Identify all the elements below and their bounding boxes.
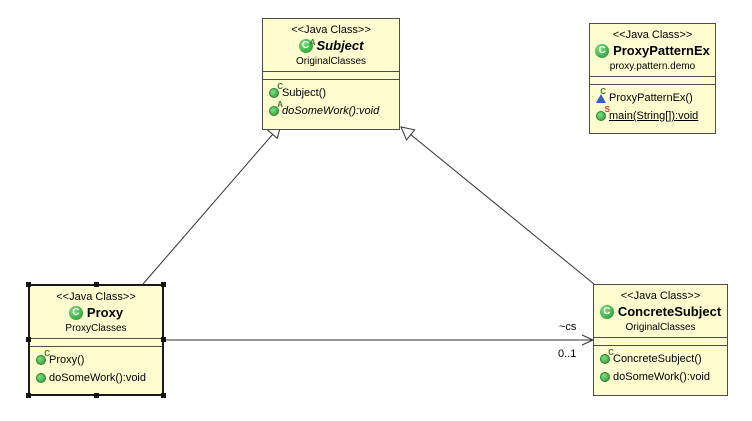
selection-handle-top-right[interactable]: [161, 282, 166, 287]
subject-package: OriginalClasses: [295, 56, 367, 67]
association-multiplicity-label: 0..1: [558, 348, 577, 360]
protected-constructor-icon: C: [596, 87, 606, 103]
static-method-icon: S: [596, 106, 610, 121]
proxy-class-name: Proxy: [86, 305, 124, 320]
proxy-pattern-ex-main-label: main(String[]):void: [609, 110, 699, 122]
constructor-method-icon: C: [269, 83, 283, 98]
class-c-icon: C: [68, 306, 83, 320]
concrete-subject-class[interactable]: <<Java Class>> C ConcreteSubject Origina…: [593, 284, 728, 396]
selection-handle-top-center[interactable]: [94, 282, 99, 287]
proxy-dosomework-op[interactable]: doSomeWork():void: [36, 370, 156, 386]
proxy-pattern-ex-header: <<Java Class>> C ProxyPatternEx proxy.pa…: [590, 24, 715, 77]
concrete-subject-attributes-compartment: [594, 338, 727, 346]
association-role-label: ~cs: [559, 321, 577, 333]
proxy-pattern-ex-attributes-compartment: [590, 77, 715, 85]
concrete-subject-header: <<Java Class>> C ConcreteSubject Origina…: [594, 285, 727, 338]
proxy-pattern-ex-stereotype: <<Java Class>>: [612, 29, 693, 41]
abstract-method-icon: A: [269, 101, 283, 116]
subject-operations-compartment: C Subject() A doSomeWork():void: [263, 80, 399, 125]
subject-attributes-compartment: [263, 72, 399, 80]
subject-constructor-op[interactable]: C Subject(): [269, 83, 393, 101]
concrete-subject-generalization-line[interactable]: [409, 133, 595, 285]
proxy-pattern-ex-operations-compartment: C ProxyPatternEx() S main(String[]):void: [590, 85, 715, 130]
concrete-subject-stereotype: <<Java Class>>: [620, 290, 701, 302]
concrete-subject-constructor-op[interactable]: C ConcreteSubject(): [600, 349, 721, 367]
subject-stereotype: <<Java Class>>: [291, 24, 371, 36]
constructor-method-icon: C: [600, 349, 614, 364]
proxy-pattern-ex-constructor-op[interactable]: C ProxyPatternEx(): [596, 87, 709, 106]
subject-dosomework-op[interactable]: A doSomeWork():void: [269, 101, 393, 119]
proxy-pattern-ex-package: proxy.pattern.demo: [609, 61, 696, 72]
concrete-subject-dosomework-op[interactable]: doSomeWork():void: [600, 369, 721, 385]
concrete-subject-package: OriginalClasses: [625, 322, 696, 333]
proxy-pattern-ex-name-row: C ProxyPatternEx: [594, 43, 711, 59]
class-c-icon: C: [599, 305, 614, 319]
proxy-generalization-line[interactable]: [142, 133, 274, 285]
association-arrowhead: [581, 334, 595, 346]
proxy-class[interactable]: <<Java Class>> C Proxy ProxyClasses C Pr…: [26, 282, 166, 398]
proxy-pattern-ex-class[interactable]: <<Java Class>> C ProxyPatternEx proxy.pa…: [589, 23, 716, 134]
selection-handle-top-left[interactable]: [26, 282, 31, 287]
concrete-subject-generalization-arrowhead: [400, 126, 416, 141]
proxy-attributes-compartment: [30, 339, 162, 347]
selection-handle-bottom-left[interactable]: [26, 393, 31, 398]
proxy-pattern-ex-constructor-label: ProxyPatternEx(): [609, 92, 693, 104]
concrete-subject-constructor-label: ConcreteSubject(): [613, 353, 702, 365]
proxy-constructor-op[interactable]: C Proxy(): [36, 350, 156, 368]
class-c-icon: C: [595, 44, 610, 58]
proxy-pattern-ex-main-op[interactable]: S main(String[]):void: [596, 106, 709, 124]
concrete-subject-dosomework-label: doSomeWork():void: [613, 371, 710, 383]
constructor-method-icon: C: [36, 350, 50, 365]
proxy-constructor-label: Proxy(): [49, 354, 85, 366]
subject-class-name: Subject: [316, 38, 364, 53]
concrete-subject-operations-compartment: C ConcreteSubject() doSomeWork():void: [594, 346, 727, 391]
proxy-stereotype: <<Java Class>>: [56, 291, 136, 303]
public-method-icon: [600, 372, 610, 382]
subject-constructor-label: Subject(): [282, 87, 327, 99]
concrete-subject-name-row: C ConcreteSubject: [598, 304, 723, 320]
proxy-pattern-ex-class-name: ProxyPatternEx: [613, 43, 710, 58]
proxy-operations-compartment: C Proxy() doSomeWork():void: [30, 347, 162, 392]
selection-handle-middle-left[interactable]: [26, 337, 31, 342]
proxy-dosomework-label: doSomeWork():void: [49, 372, 146, 384]
proxy-name-row: C Proxy: [34, 305, 158, 321]
concrete-subject-class-name: ConcreteSubject: [617, 304, 722, 319]
subject-dosomework-label: doSomeWork():void: [282, 105, 380, 117]
proxy-class-header: <<Java Class>> C Proxy ProxyClasses: [30, 286, 162, 339]
selection-handle-middle-right[interactable]: [161, 337, 166, 342]
selection-handle-bottom-center[interactable]: [94, 393, 99, 398]
selection-handle-bottom-right[interactable]: [161, 393, 166, 398]
proxy-package: ProxyClasses: [65, 323, 127, 334]
public-method-icon: [36, 373, 46, 383]
